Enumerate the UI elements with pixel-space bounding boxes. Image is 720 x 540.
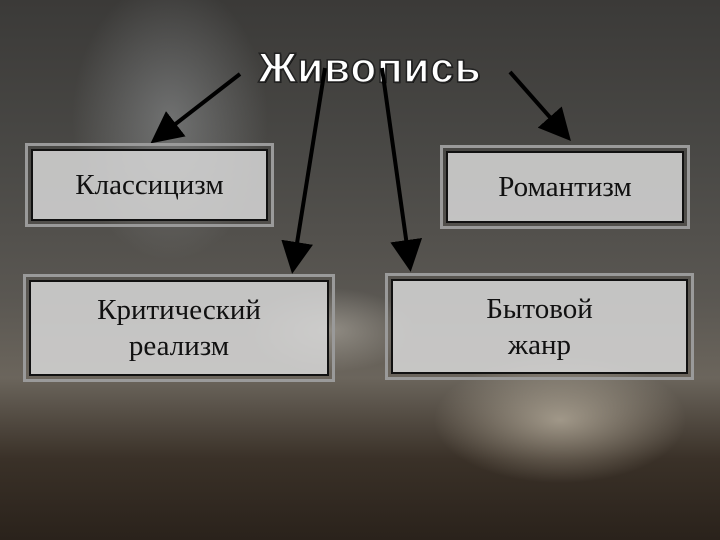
box-romanticism: Романтизм — [440, 145, 690, 229]
diagram-title: Живопись — [258, 43, 482, 92]
box-label: Романтизм — [446, 151, 684, 223]
arrow-to-classicism — [150, 72, 242, 144]
box-genre: Бытовой жанр — [385, 273, 694, 380]
arrow-to-genre — [380, 67, 423, 272]
box-classicism: Классицизм — [25, 143, 274, 227]
box-critical-realism: Критический реализм — [23, 274, 335, 382]
box-label: Критический реализм — [29, 280, 329, 376]
arrow-to-critical-realism — [281, 67, 327, 274]
arrow-to-romanticism — [508, 70, 571, 141]
box-label: Классицизм — [31, 149, 268, 221]
box-label: Бытовой жанр — [391, 279, 688, 374]
